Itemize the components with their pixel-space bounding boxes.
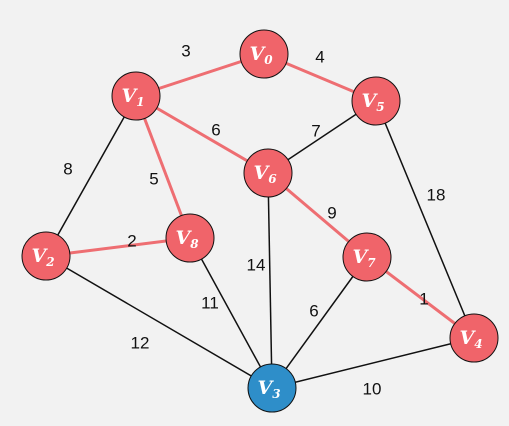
node-letter: V: [459, 327, 476, 349]
node-letter: V: [352, 246, 369, 268]
node-label-v1: V1: [121, 85, 144, 109]
node-circle-v6: [243, 148, 293, 198]
node-circle-v8: [165, 213, 215, 263]
node-circle-v5: [351, 76, 401, 126]
node-v2: V2: [21, 231, 71, 281]
edge-weight-v2-v8: 2: [127, 231, 136, 250]
node-letter: V: [121, 85, 138, 107]
node-label-v6: V6: [253, 162, 277, 186]
node-letter: V: [253, 162, 270, 184]
edge-weight-v5-v4: 18: [427, 185, 446, 204]
node-circle-v3: [247, 363, 297, 413]
node-v4: V4: [449, 313, 499, 363]
edge-v5-v4: [375, 100, 475, 339]
node-label-v8: V8: [175, 227, 199, 251]
edge-weight-v5-v6: 7: [311, 121, 320, 140]
edge-weight-v8-v3: 11: [201, 293, 219, 312]
edge-weight-v7-v3: 6: [309, 301, 318, 320]
edge-weight-v1-v6: 6: [211, 120, 220, 139]
edge-weight-v6-v3: 14: [247, 255, 266, 274]
edge-weight-v2-v3: 12: [131, 333, 150, 352]
node-label-v4: V4: [459, 327, 482, 351]
edge-v1-v2: [45, 95, 137, 257]
node-subscript: 7: [367, 256, 376, 270]
node-letter: V: [361, 90, 378, 112]
node-v5: V5: [351, 76, 401, 126]
node-label-v0: V0: [249, 43, 273, 67]
node-label-v3: V3: [257, 377, 280, 401]
node-letter: V: [257, 377, 274, 399]
edge-weight-v1-v8: 5: [149, 169, 158, 188]
edge-v1-v8: [134, 95, 192, 239]
node-label-v7: V7: [352, 246, 376, 270]
edges-layer: [45, 52, 475, 389]
node-subscript: 1: [136, 95, 144, 109]
edge-v6-v3: [267, 172, 273, 389]
edge-weight-v6-v7: 9: [327, 203, 336, 222]
edge-v1-v6: [135, 94, 269, 175]
edge-v7-v3: [271, 256, 368, 389]
node-letter: V: [175, 227, 192, 249]
node-subscript: 5: [376, 100, 384, 114]
edge-weight-v3-v4: 10: [363, 379, 382, 398]
node-circle-v0: [239, 29, 289, 79]
node-circle-v7: [342, 232, 392, 282]
edge-v8-v3: [189, 237, 273, 389]
edge-v3-v4: [271, 337, 475, 389]
node-v8: V8: [165, 213, 215, 263]
edge-weight-v0-v5: 4: [315, 47, 324, 66]
node-v1: V1: [111, 71, 161, 121]
edge-weight-v1-v2: 8: [63, 159, 72, 178]
node-subscript: 3: [272, 387, 280, 401]
node-circle-v1: [111, 71, 161, 121]
node-letter: V: [249, 43, 266, 65]
node-subscript: 2: [45, 255, 54, 269]
node-letter: V: [31, 245, 48, 267]
node-subscript: 6: [268, 172, 277, 186]
edge-weight-v7-v4: 1: [419, 289, 428, 308]
edge-weight-v1-v0: 3: [181, 41, 190, 60]
node-subscript: 8: [190, 237, 199, 251]
node-circle-v4: [449, 313, 499, 363]
node-label-v2: V2: [31, 245, 54, 269]
node-circle-v2: [21, 231, 71, 281]
node-v7: V7: [342, 232, 392, 282]
node-v0: V0: [239, 29, 289, 79]
node-subscript: 0: [264, 53, 273, 67]
node-label-v5: V5: [361, 90, 384, 114]
node-subscript: 4: [474, 337, 482, 351]
edge-v2-v3: [45, 255, 273, 389]
node-v6: V6: [243, 148, 293, 198]
node-v3: V3: [247, 363, 297, 413]
